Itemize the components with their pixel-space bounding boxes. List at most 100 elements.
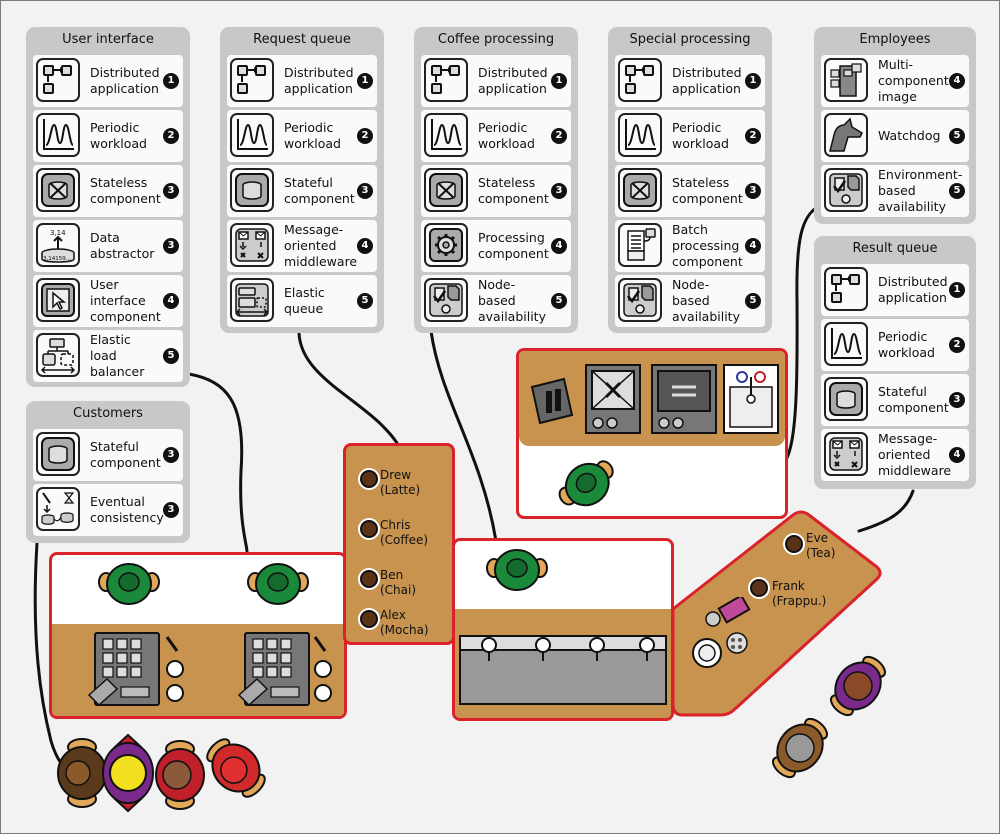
pattern-label: Message-oriented middleware xyxy=(878,431,952,478)
result-order: Frank(Frappu.) xyxy=(772,579,826,609)
panel-title: Coffee processing xyxy=(437,32,555,47)
order-name: Drew xyxy=(380,468,412,482)
pattern-item: Stateless component 3 xyxy=(33,165,183,217)
pattern-item: Periodic workload 2 xyxy=(227,110,377,162)
periodic-workload-icon xyxy=(230,113,274,157)
panel-employees: Employees Multi-component image 4 Watchd… xyxy=(814,27,976,224)
icon-text-top: 3,14 xyxy=(50,229,66,237)
pattern-label: Node-based availability xyxy=(672,277,740,324)
pattern-number-badge: 3 xyxy=(357,183,373,199)
pattern-label: Stateless component xyxy=(672,175,743,206)
panel-user-interface: User interface Distributed application 1… xyxy=(26,27,190,387)
pattern-label: Stateful component xyxy=(90,439,161,470)
pattern-item: Message-oriented middleware 4 xyxy=(227,220,377,272)
pattern-number-badge: 3 xyxy=(163,502,179,518)
distributed-application-icon xyxy=(424,58,468,102)
result-order: Eve(Tea) xyxy=(806,531,835,561)
special-employee xyxy=(558,460,614,507)
pattern-item: Environment-based availability 5 xyxy=(821,165,969,217)
pattern-number-badge: 3 xyxy=(551,183,567,199)
pattern-number-badge: 1 xyxy=(949,282,965,298)
watchdog-icon xyxy=(824,113,868,157)
pattern-number-badge: 4 xyxy=(745,238,761,254)
stateful-component-icon xyxy=(36,432,80,476)
pattern-label: Elastic load balancer xyxy=(90,332,145,379)
pattern-item: Message-oriented middleware 4 xyxy=(821,429,969,481)
pattern-item: Node-based availability 5 xyxy=(615,275,765,327)
order-marker xyxy=(360,610,378,628)
order-marker xyxy=(360,520,378,538)
pattern-item: Distributed application 1 xyxy=(227,55,377,107)
result-counter xyxy=(671,510,882,717)
pattern-number-badge: 1 xyxy=(357,73,373,89)
pattern-item: Watchdog 5 xyxy=(821,110,969,162)
pattern-item: User interface component 4 xyxy=(33,275,183,327)
distributed-application-icon xyxy=(824,267,868,311)
panel-title: Employees xyxy=(859,32,931,47)
request-order: Alex(Mocha) xyxy=(380,608,429,638)
request-order: Chris(Coffee) xyxy=(380,518,428,548)
processing-component-icon xyxy=(424,223,468,267)
panel-title: User interface xyxy=(62,32,154,47)
pattern-label: Distributed application xyxy=(672,65,742,96)
pattern-item: Stateful component 3 xyxy=(821,374,969,426)
panel-coffee-processing: Coffee processing Distributed applicatio… xyxy=(414,27,578,333)
stateless-component-icon xyxy=(424,168,468,212)
order-drink: (Latte) xyxy=(380,483,421,497)
pattern-number-badge: 2 xyxy=(949,337,965,353)
cash-register-1 xyxy=(87,632,184,707)
pattern-item: Periodic workload 2 xyxy=(33,110,183,162)
pattern-label: Node-based availability xyxy=(478,277,546,324)
node-based-availability-icon xyxy=(618,278,662,322)
wire-coffee-processing-to-barista xyxy=(429,329,498,543)
pattern-number-badge: 2 xyxy=(163,128,179,144)
pastry-display xyxy=(692,597,751,668)
pattern-label: Periodic workload xyxy=(284,120,341,151)
order-name: Frank xyxy=(772,579,805,593)
pattern-item: Stateless component 3 xyxy=(421,165,571,217)
eventual-consistency-icon xyxy=(36,487,80,531)
pattern-number-badge: 4 xyxy=(949,73,965,89)
customer-4 xyxy=(206,738,266,798)
multi-component-image-icon xyxy=(824,58,868,102)
pattern-label: Periodic workload xyxy=(90,120,147,151)
pattern-item: Stateful component 3 xyxy=(33,429,183,481)
user-interface-component-icon xyxy=(36,278,80,322)
pattern-number-badge: 3 xyxy=(745,183,761,199)
panel-result-queue: Result queue Distributed application 1 P… xyxy=(814,236,976,489)
pattern-number-badge: 2 xyxy=(357,128,373,144)
pattern-number-badge: 4 xyxy=(357,238,373,254)
pattern-item: Distributed application 1 xyxy=(421,55,571,107)
panel-request-queue: Request queue Distributed application 1 … xyxy=(220,27,384,333)
periodic-workload-icon xyxy=(424,113,468,157)
pattern-number-badge: 1 xyxy=(745,73,761,89)
cashier-employee-2 xyxy=(247,563,309,605)
environment-based-availability-icon xyxy=(824,168,868,212)
pattern-item: Elastic load balancer 5 xyxy=(33,330,183,382)
pattern-label: Distributed application xyxy=(478,65,548,96)
elastic-load-balancer-icon xyxy=(36,333,80,377)
message-oriented-middleware-icon xyxy=(824,432,868,476)
pattern-item: Distributed application 1 xyxy=(821,264,969,316)
distributed-application-icon xyxy=(618,58,662,102)
pattern-label: Eventual consistency xyxy=(90,494,164,525)
distributed-application-icon xyxy=(230,58,274,102)
pattern-number-badge: 4 xyxy=(163,293,179,309)
periodic-workload-icon xyxy=(824,322,868,366)
pattern-item: Node-based availability 5 xyxy=(421,275,571,327)
pattern-label: Processing component xyxy=(478,230,549,261)
distributed-application-icon xyxy=(36,58,80,102)
pattern-item: Multi-component image 4 xyxy=(821,55,969,107)
pattern-number-badge: 3 xyxy=(163,447,179,463)
pattern-item: Periodic workload 2 xyxy=(821,319,969,371)
pattern-item: Distributed application 1 xyxy=(33,55,183,107)
order-drink: (Mocha) xyxy=(380,623,429,637)
stateful-component-icon xyxy=(824,377,868,421)
pattern-label: Stateful component xyxy=(878,384,949,415)
pattern-number-badge: 3 xyxy=(949,392,965,408)
order-drink: (Chai) xyxy=(380,583,417,597)
pattern-number-badge: 3 xyxy=(163,238,179,254)
